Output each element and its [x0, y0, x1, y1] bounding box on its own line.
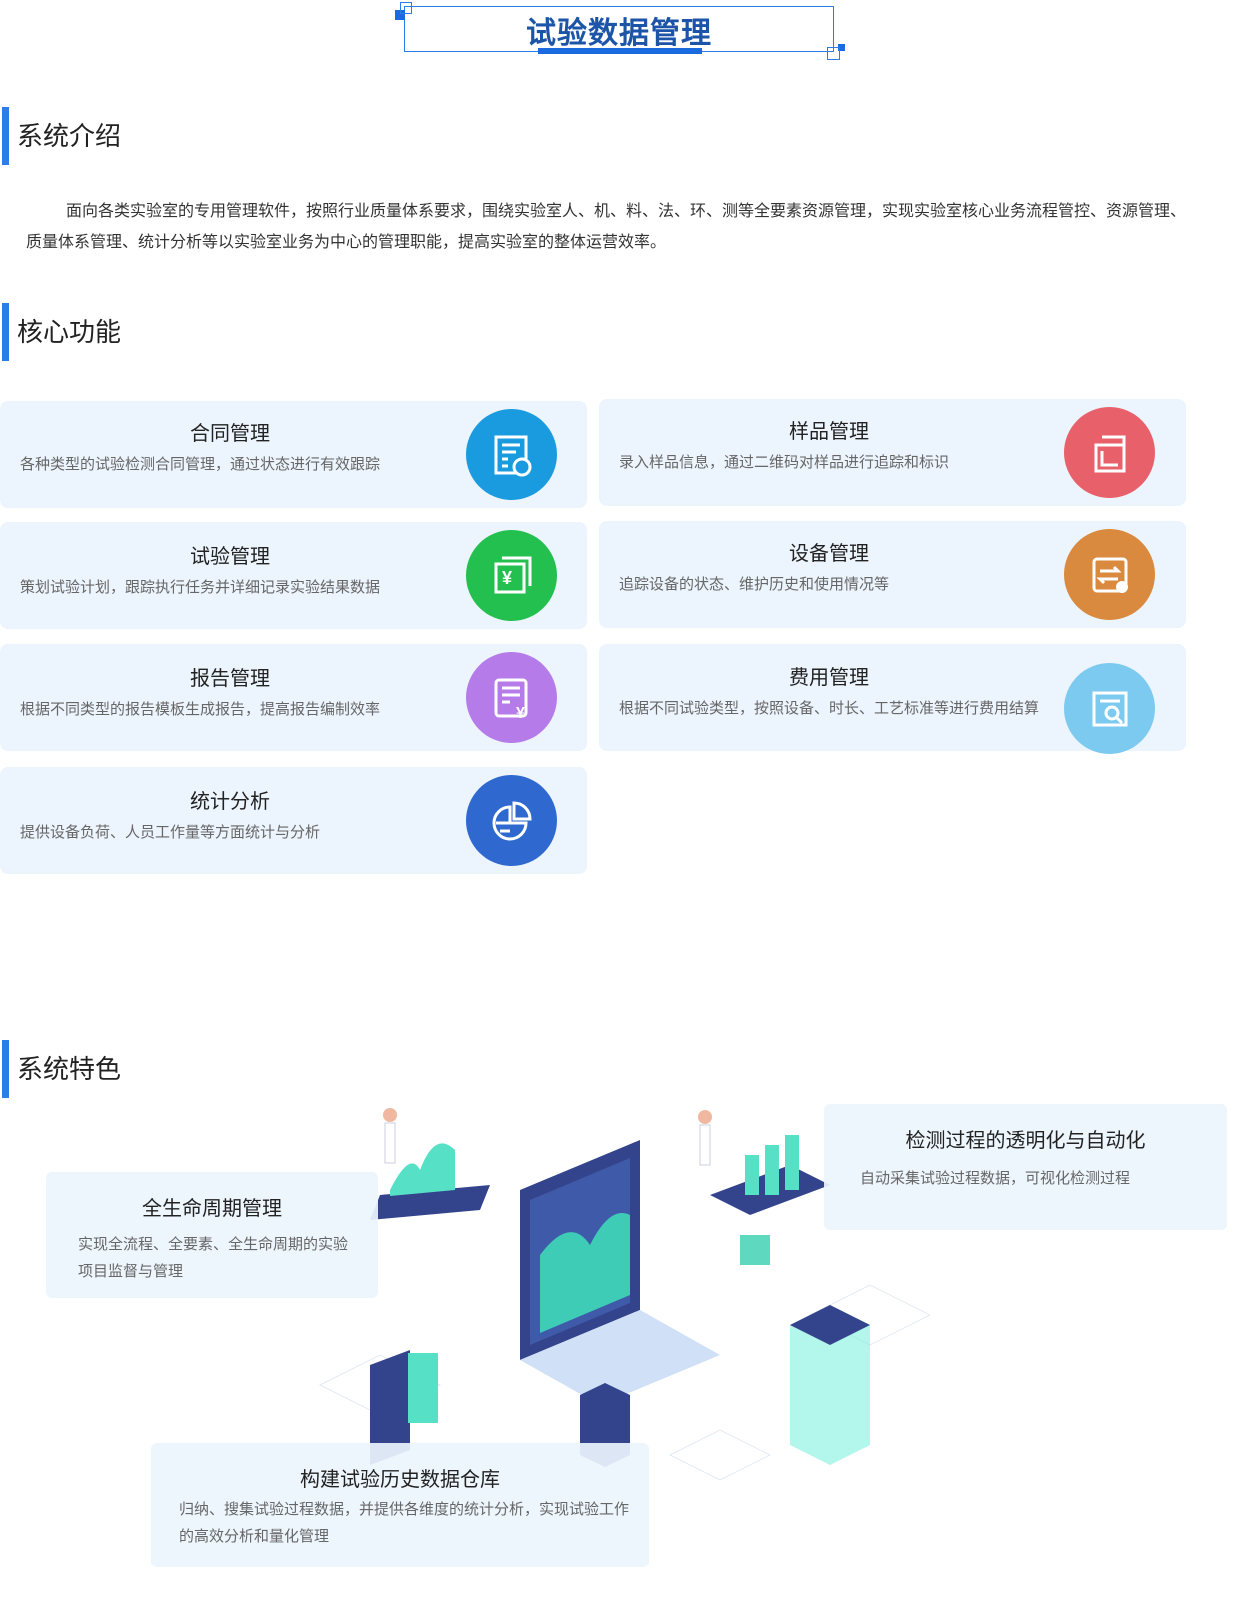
feature-card[interactable]: 费用管理 根据不同试验类型，按照设备、时长、工艺标准等进行费用结算	[599, 644, 1186, 754]
feature-desc: 实现全流程、全要素、全生命周期的实验项目监督与管理	[78, 1236, 349, 1280]
feature-card-data-warehouse: 构建试验历史数据仓库 归纳、搜集试验过程数据，并提供各维度的统计分析，实现试验工…	[151, 1443, 649, 1567]
feature-card[interactable]: 试验管理 策划试验计划，跟踪执行任务并详细记录实验结果数据 ¥	[0, 522, 587, 629]
corner-decoration	[395, 10, 405, 20]
card-desc: 根据不同试验类型，按照设备、时长、工艺标准等进行费用结算	[619, 700, 1040, 717]
card-desc: 各种类型的试验检测合同管理，通过状态进行有效跟踪	[20, 456, 381, 473]
section-heading-core: 核心功能	[2, 303, 121, 361]
title-underline	[538, 48, 702, 54]
sample-box-icon	[1064, 407, 1155, 498]
corner-decoration	[827, 47, 840, 60]
card-desc: 录入样品信息，通过二维码对样品进行追踪和标识	[619, 454, 950, 471]
feature-title: 检测过程的透明化与自动化	[905, 1130, 1146, 1152]
svg-text:¥: ¥	[502, 568, 512, 588]
card-title: 样品管理	[789, 421, 869, 443]
feature-card-lifecycle: 全生命周期管理 实现全流程、全要素、全生命周期的实验项目监督与管理	[46, 1172, 378, 1298]
feature-desc: 自动采集试验过程数据，可视化检测过程	[860, 1170, 1131, 1187]
feature-card[interactable]: 设备管理 追踪设备的状态、维护历史和使用情况等	[599, 521, 1186, 628]
corner-decoration	[838, 44, 845, 51]
svg-text:¥: ¥	[516, 705, 525, 720]
card-title: 报告管理	[190, 668, 270, 690]
isometric-lab-illustration	[318, 1108, 930, 1481]
section-heading-intro: 系统介绍	[2, 107, 121, 165]
report-icon: ¥	[466, 652, 557, 743]
corner-decoration	[400, 2, 412, 14]
test-yen-icon: ¥	[466, 530, 557, 621]
card-title: 合同管理	[190, 423, 270, 445]
feature-title: 全生命周期管理	[142, 1198, 282, 1220]
feature-card-transparency: 检测过程的透明化与自动化 自动采集试验过程数据，可视化检测过程	[824, 1104, 1227, 1230]
feature-card[interactable]: 合同管理 各种类型的试验检测合同管理，通过状态进行有效跟踪	[0, 401, 587, 508]
feature-card[interactable]: 报告管理 根据不同类型的报告模板生成报告，提高报告编制效率 ¥	[0, 644, 587, 751]
card-desc: 策划试验计划，跟踪执行任务并详细记录实验结果数据	[20, 579, 381, 596]
card-desc: 提供设备负荷、人员工作量等方面统计与分析	[20, 824, 321, 841]
card-title: 试验管理	[190, 546, 270, 568]
equipment-icon	[1064, 529, 1155, 620]
intro-text: 面向各类实验室的专用管理软件，按照行业质量体系要求，围绕实验室人、机、料、法、环…	[26, 203, 1187, 251]
contract-icon	[466, 409, 557, 500]
card-title: 费用管理	[789, 667, 869, 689]
feature-title: 构建试验历史数据仓库	[300, 1469, 500, 1491]
feature-card[interactable]: 样品管理 录入样品信息，通过二维码对样品进行追踪和标识	[599, 399, 1186, 506]
card-title: 设备管理	[789, 543, 869, 565]
feature-card[interactable]: 统计分析 提供设备负荷、人员工作量等方面统计与分析	[0, 767, 587, 874]
card-desc: 根据不同类型的报告模板生成报告，提高报告编制效率	[20, 701, 381, 718]
section-heading-features: 系统特色	[2, 1040, 121, 1098]
card-title: 统计分析	[190, 791, 270, 813]
card-desc: 追踪设备的状态、维护历史和使用情况等	[619, 576, 890, 593]
page-title: 试验数据管理	[526, 17, 712, 50]
fee-search-icon	[1064, 663, 1155, 754]
feature-desc: 归纳、搜集试验过程数据，并提供各维度的统计分析，实现试验工作的高效分析和量化管理	[179, 1501, 630, 1545]
pie-chart-icon	[466, 775, 557, 866]
